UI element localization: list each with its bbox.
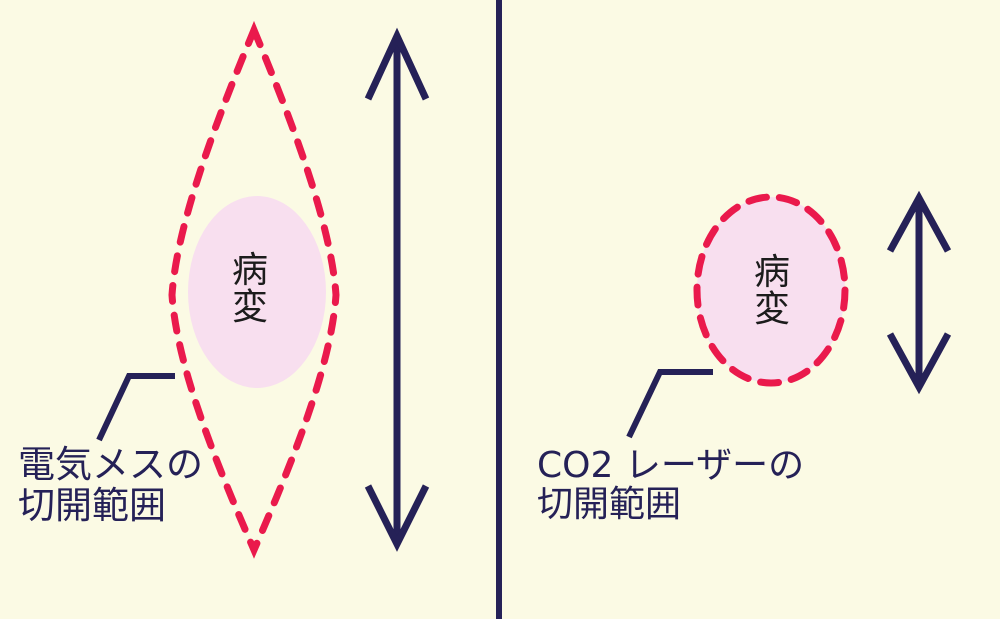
left-caption-line2: 切開範囲 (18, 484, 166, 527)
panel-divider-line (496, 0, 502, 619)
left-extent-arrow (364, 27, 430, 552)
right-caption: CO2 レーザーの 切開範囲 (537, 446, 804, 524)
right-lesion-label: 病変 (753, 252, 790, 330)
left-caption: 電気メスの 切開範囲 (18, 444, 203, 526)
left-lesion-ellipse (188, 196, 326, 388)
left-incision-outline-diamond (168, 20, 340, 559)
right-extent-arrow (886, 190, 952, 395)
left-arrow-head-up-icon (364, 27, 430, 101)
right-incision-outline-ellipse (693, 193, 849, 387)
right-caption-line1: CO2 レーザーの (537, 445, 805, 486)
right-caption-leader-line (626, 369, 713, 439)
right-arrow-head-down-icon (886, 332, 952, 395)
left-arrow-head-down-icon (364, 484, 430, 552)
left-caption-leader-line (96, 373, 175, 442)
right-caption-line2: 切開範囲 (537, 484, 682, 525)
left-caption-line1: 電気メスの (18, 443, 203, 486)
right-arrow-head-up-icon (886, 190, 952, 253)
left-lesion-label: 病変 (231, 250, 268, 328)
